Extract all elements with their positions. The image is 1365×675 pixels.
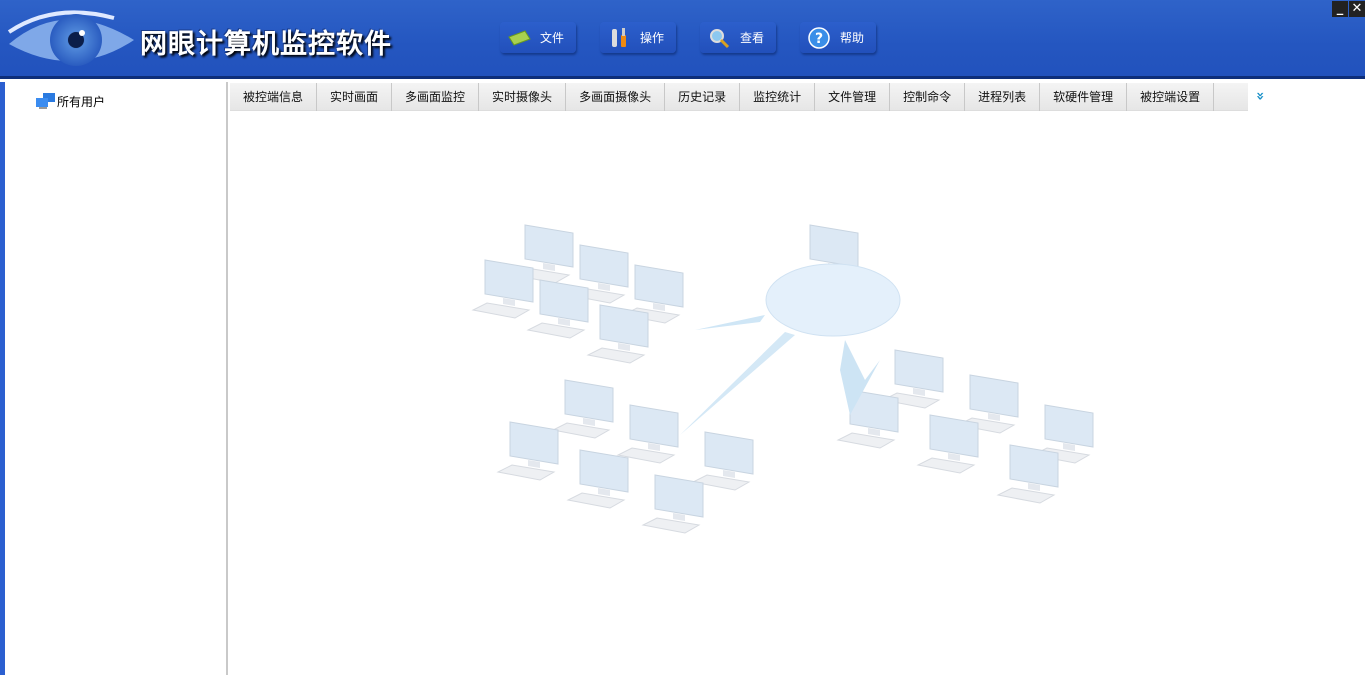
more-tabs-icon[interactable]: » bbox=[1252, 91, 1268, 101]
app-title: 网眼计算机监控软件 bbox=[140, 29, 392, 60]
tab-7[interactable]: 文件管理 bbox=[815, 83, 891, 111]
tab-4[interactable]: 多画面摄像头 bbox=[566, 83, 666, 111]
search-icon bbox=[706, 27, 732, 49]
tab-1[interactable]: 实时画面 bbox=[317, 83, 393, 111]
minimize-button[interactable]: _ bbox=[1332, 1, 1348, 17]
tab-3[interactable]: 实时摄像头 bbox=[479, 83, 567, 111]
header: 网眼计算机监控软件 文件 操作 查看 ? 帮助 _ ✕ bbox=[0, 0, 1365, 79]
server-platform bbox=[765, 263, 901, 337]
close-button[interactable]: ✕ bbox=[1349, 1, 1365, 17]
tools-icon bbox=[606, 27, 632, 49]
tab-bar: 被控端信息实时画面多画面监控实时摄像头多画面摄像头历史记录监控统计文件管理控制命… bbox=[230, 83, 1248, 111]
tab-10[interactable]: 软硬件管理 bbox=[1040, 83, 1128, 111]
computer-graphic bbox=[527, 279, 589, 339]
menu-file-button[interactable]: 文件 bbox=[500, 22, 576, 53]
computer-graphic bbox=[917, 414, 979, 474]
computer-graphic bbox=[587, 304, 649, 364]
connection-arrow bbox=[840, 340, 880, 415]
tab-5[interactable]: 历史记录 bbox=[665, 83, 741, 111]
computer-graphic bbox=[497, 421, 559, 481]
computer-graphic bbox=[997, 444, 1059, 504]
tab-6[interactable]: 监控统计 bbox=[740, 83, 816, 111]
tab-0[interactable]: 被控端信息 bbox=[230, 83, 318, 111]
computers-icon bbox=[36, 93, 55, 109]
connection-arrow bbox=[680, 332, 795, 435]
svg-text:?: ? bbox=[815, 31, 823, 47]
menu-help-button[interactable]: ? 帮助 bbox=[800, 22, 876, 53]
menu-file-label: 文件 bbox=[540, 31, 565, 45]
menu-operate-label: 操作 bbox=[640, 31, 665, 45]
file-icon bbox=[506, 27, 532, 49]
network-illustration bbox=[472, 224, 1094, 534]
tab-8[interactable]: 控制命令 bbox=[890, 83, 966, 111]
tab-11[interactable]: 被控端设置 bbox=[1127, 83, 1215, 111]
tab-2[interactable]: 多画面监控 bbox=[392, 83, 480, 111]
tree-item-label: 所有用户 bbox=[57, 94, 106, 109]
computer-graphic bbox=[552, 379, 614, 439]
computer-graphic bbox=[472, 259, 534, 319]
eye-logo-icon bbox=[7, 10, 134, 66]
computer-graphic bbox=[692, 431, 754, 491]
tree-item-all-users[interactable]: 所有用户 bbox=[35, 92, 105, 110]
computer-graphic bbox=[617, 404, 679, 464]
computer-graphic bbox=[567, 449, 629, 509]
tab-9[interactable]: 进程列表 bbox=[965, 83, 1041, 111]
computer-graphic bbox=[642, 474, 704, 534]
help-icon: ? bbox=[806, 26, 832, 49]
menu-help-label: 帮助 bbox=[840, 31, 865, 45]
connection-arrow bbox=[695, 315, 765, 330]
computer-group bbox=[472, 224, 1094, 534]
menu-view-label: 查看 bbox=[740, 31, 765, 45]
menu-view-button[interactable]: 查看 bbox=[700, 22, 776, 53]
menu-operate-button[interactable]: 操作 bbox=[600, 22, 676, 53]
user-tree-panel: 所有用户 bbox=[0, 82, 228, 675]
